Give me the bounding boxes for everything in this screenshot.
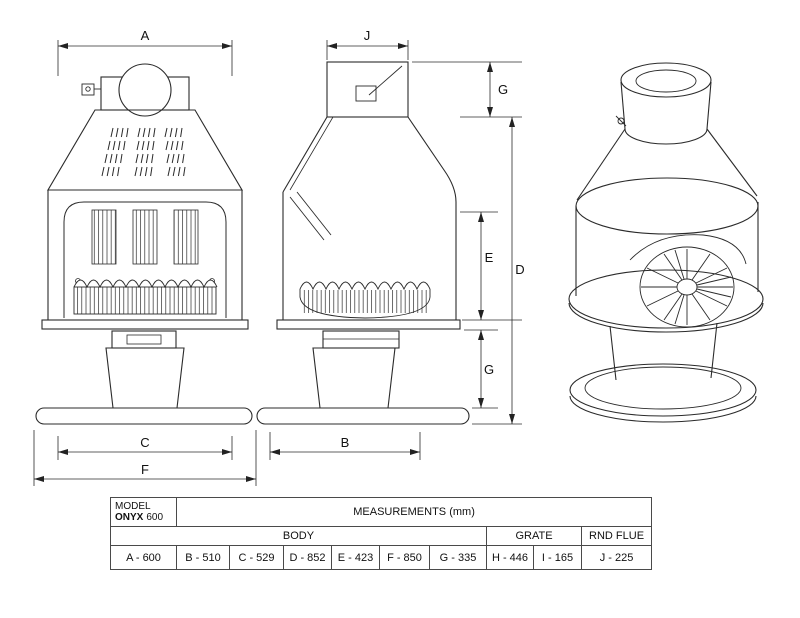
measurement-c: C - 529	[229, 545, 284, 570]
measurement-d: D - 852	[283, 545, 332, 570]
damper-knob	[617, 117, 625, 125]
louver-vents	[101, 127, 186, 177]
grate-side	[299, 281, 431, 319]
measurement-f: F - 850	[379, 545, 430, 570]
measurement-b: B - 510	[176, 545, 230, 570]
dim-label-f: F	[141, 462, 149, 477]
dim-label-g-top: G	[498, 82, 508, 97]
dim-label-b: B	[341, 435, 350, 450]
dim-label-a: A	[141, 28, 150, 43]
dim-label-j: J	[364, 28, 371, 43]
perspective-view	[568, 62, 764, 423]
group-header-rnd-flue: RND FLUE	[580, 526, 653, 546]
measurement-e: E - 423	[331, 545, 380, 570]
grate-front	[73, 278, 218, 315]
model-number: 600	[146, 512, 164, 523]
dim-label-e: E	[485, 250, 494, 265]
radiant-element	[132, 209, 158, 265]
model-label: MODEL	[115, 501, 151, 512]
model-name: ONYX	[115, 512, 144, 523]
dimension-labels: A J G E D G C F B	[140, 28, 524, 477]
measurement-h: H - 446	[486, 545, 534, 570]
group-header-body: BODY	[110, 526, 487, 546]
dim-label-g-bottom: G	[484, 362, 494, 377]
measurements-header: MEASUREMENTS (mm)	[175, 497, 653, 527]
radiant-element	[173, 209, 199, 265]
measurement-g: G - 335	[429, 545, 487, 570]
side-view	[256, 61, 470, 425]
technical-drawing: A J G E D G C F B	[33, 28, 764, 486]
measurement-a: A - 600	[110, 545, 177, 570]
measurement-j: J - 225	[580, 545, 653, 570]
dim-label-c: C	[140, 435, 149, 450]
damper-rod	[368, 65, 403, 96]
dimension-lines	[33, 40, 522, 486]
grate-perspective	[639, 246, 735, 328]
radiant-element	[91, 209, 117, 265]
dim-label-d: D	[515, 262, 524, 277]
measurement-i: I - 165	[533, 545, 582, 570]
group-header-grate: GRATE	[486, 526, 582, 546]
damper-bracket	[81, 83, 95, 96]
front-view	[35, 63, 253, 425]
